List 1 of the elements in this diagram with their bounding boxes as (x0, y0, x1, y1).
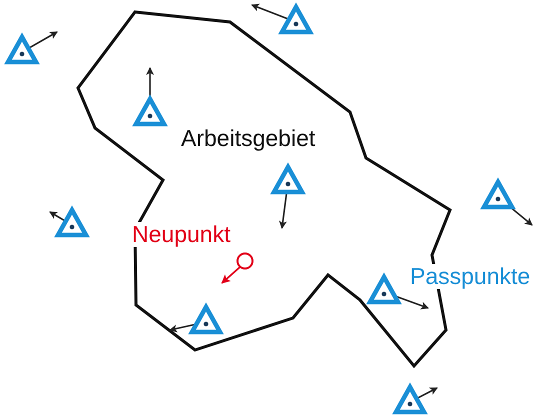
area-label: Arbeitsgebiet (179, 126, 318, 151)
